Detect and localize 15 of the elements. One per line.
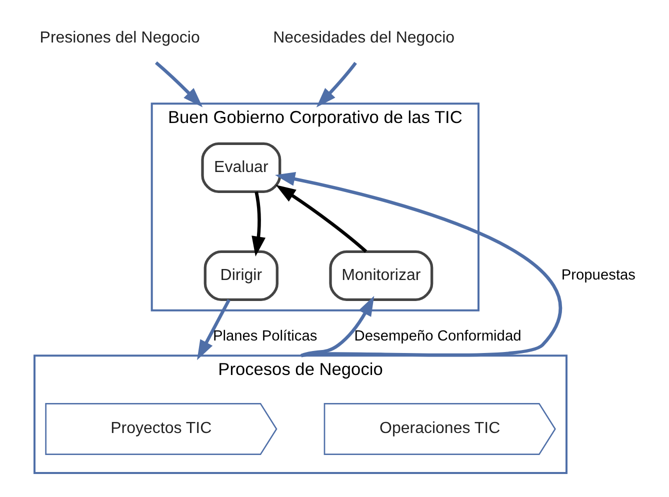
node-box: Dirigir bbox=[204, 250, 278, 300]
arrow bbox=[197, 298, 230, 360]
edge-label: Planes Políticas bbox=[212, 328, 318, 344]
arrow bbox=[252, 191, 266, 256]
edge-label: Desempeño Conformidad bbox=[354, 328, 522, 344]
arrow bbox=[275, 172, 562, 357]
node-text: Necesidades del Negocio bbox=[273, 28, 455, 46]
node-box: Monitorizar bbox=[329, 250, 434, 300]
edge-label: Propuestas bbox=[561, 266, 636, 283]
node-box: Evaluar bbox=[201, 142, 282, 192]
arrow bbox=[154, 60, 203, 107]
node-text: Presiones del Negocio bbox=[40, 28, 200, 46]
arrow bbox=[300, 295, 374, 357]
arrow bbox=[276, 184, 368, 252]
arrow bbox=[316, 61, 357, 107]
